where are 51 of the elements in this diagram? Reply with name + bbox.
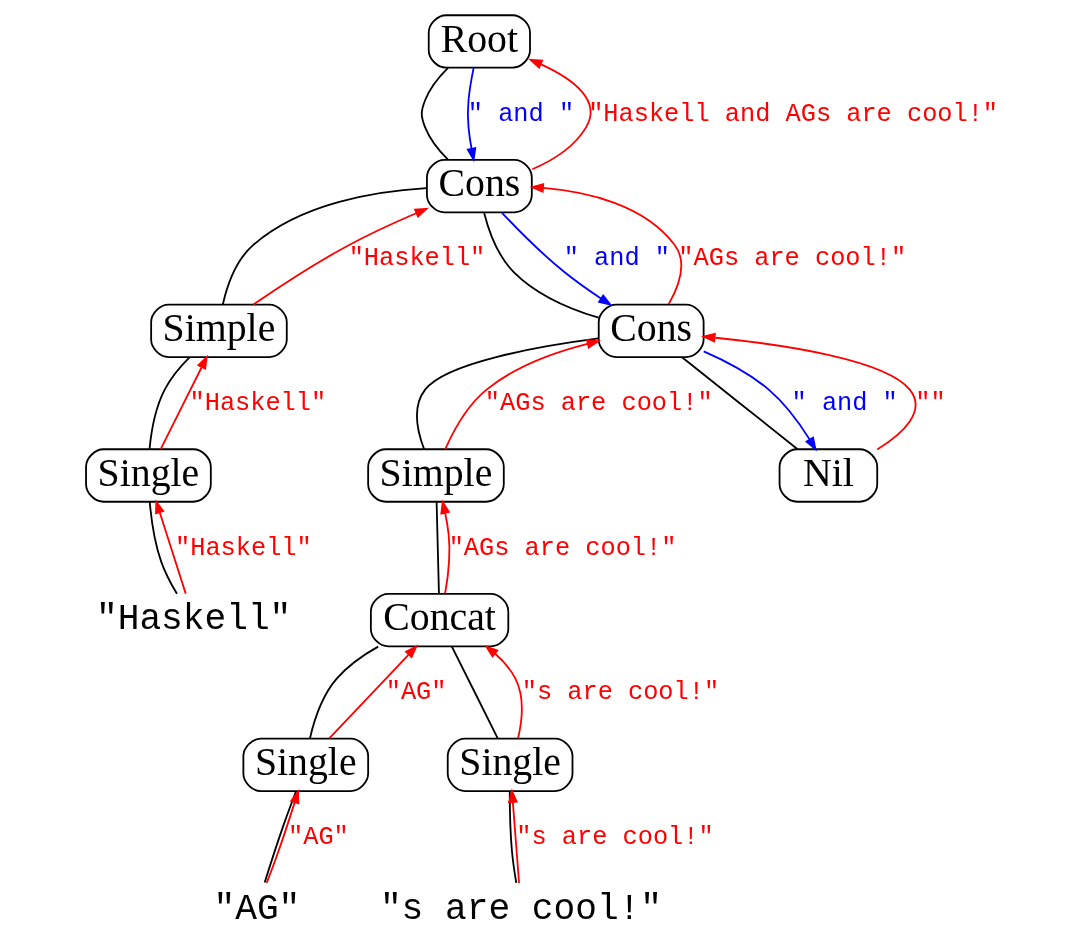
node-box: Simple (150, 303, 288, 358)
edge-label: "Haskell and AGs are cool!" (588, 99, 999, 129)
connector (483, 212, 600, 319)
arrow (529, 182, 683, 305)
connector (435, 500, 440, 595)
edge-label: "AG" (288, 822, 349, 852)
edge-label: "AGs are cool!" (448, 533, 677, 563)
node-box: Root (427, 14, 531, 69)
node-box: Single (446, 737, 574, 792)
arrow (440, 499, 451, 595)
node-box: Concat (369, 593, 510, 648)
connector (148, 501, 178, 595)
edge-label: "s are cool!" (516, 822, 714, 852)
arrow (484, 644, 523, 740)
node-box: Nil (778, 448, 879, 503)
arrow (155, 499, 187, 595)
edge-label: "s are cool!" (521, 678, 720, 708)
connector (309, 645, 380, 740)
edge-label: "Haskell" (189, 388, 327, 418)
edge-label: "AGs are cool!" (484, 388, 713, 418)
connector (148, 356, 191, 450)
arrow (159, 354, 208, 450)
node-text: "Haskell" (96, 599, 292, 641)
node-box: Single (242, 737, 370, 792)
edge-label: " and " (563, 244, 670, 274)
node-box: Simple (367, 448, 505, 503)
arrow (466, 67, 477, 163)
node-text: "s are cool!" (379, 888, 662, 930)
arrow (528, 58, 592, 171)
connector (420, 67, 449, 161)
arrow (252, 207, 430, 306)
edge-label: "" (915, 388, 946, 418)
edge-label: "AG" (385, 678, 447, 708)
edge-label: "Haskell" (348, 244, 486, 274)
edge-label: " and " (791, 388, 898, 418)
connector (222, 187, 428, 306)
connector (450, 645, 499, 740)
connector (416, 337, 600, 450)
arrow (702, 350, 817, 452)
node-text: "AG" (213, 888, 301, 930)
arrow (701, 332, 917, 451)
arrow (328, 644, 419, 740)
arrow (501, 211, 613, 307)
node-box: Single (85, 448, 212, 503)
edge-label: "AGs are cool!" (678, 244, 907, 274)
connector (681, 356, 799, 450)
node-box: Cons (597, 303, 705, 358)
edge-label: " and " (467, 99, 575, 129)
node-box: Cons (426, 159, 533, 214)
edge-label: "Haskell" (175, 533, 312, 563)
arrow (444, 339, 602, 451)
